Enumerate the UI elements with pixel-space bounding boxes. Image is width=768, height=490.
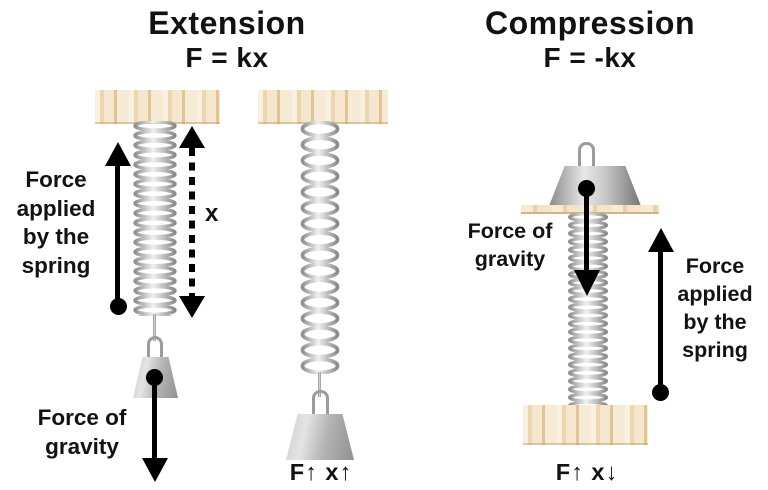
large-weight: [286, 414, 354, 460]
extension-spring-force-label: Force applied by the spring: [16, 167, 96, 278]
gravity-arrow-dot: [578, 180, 595, 197]
spring-force-up-arrow-icon: [648, 228, 674, 252]
extension-wood-support-2: [258, 90, 388, 124]
gravity-down-arrow-icon: [574, 270, 600, 296]
compression-result-label: F↑ x↓: [555, 459, 619, 485]
displacement-arrow-bottom-icon: [179, 296, 205, 318]
spring-force-arrow-line: [658, 250, 663, 393]
extension-title: Extension: [148, 5, 306, 41]
gravity-down-arrow-icon: [142, 458, 168, 482]
compression-wood-base: [523, 405, 648, 445]
gravity-arrow-line: [584, 189, 589, 272]
compression-title: Compression: [485, 5, 695, 41]
compression-spring-force-label: Force applied by the spring: [677, 254, 753, 362]
weight-hook-icon: [147, 336, 163, 359]
extension-wood-support-1: [95, 90, 220, 124]
displacement-dashed-line: [189, 148, 195, 296]
spring-rod: [153, 314, 156, 341]
displacement-x-label: x: [205, 200, 219, 227]
extension-spring-heavy-load: [299, 121, 341, 374]
weight-hook-icon: [312, 390, 329, 416]
weight-handle-icon: [578, 142, 595, 168]
compression-formula: F = -kx: [543, 42, 637, 73]
spring-force-arrow-line: [115, 164, 120, 306]
spring-force-arrow-dot: [652, 384, 669, 401]
displacement-arrow-top-icon: [179, 126, 205, 148]
compression-gravity-label: Force of gravity: [467, 219, 553, 271]
extension-formula: F = kx: [185, 42, 269, 73]
gravity-arrow-line: [152, 377, 157, 460]
spring-rod: [318, 372, 321, 397]
compression-weight: [549, 166, 641, 206]
spring-force-up-arrow-icon: [105, 142, 131, 166]
extension-spring-light-load: [132, 121, 178, 316]
extension-gravity-label: Force of gravity: [37, 405, 127, 459]
extension-result-label: F↑ x↑: [289, 459, 353, 485]
spring-force-arrow-dot: [110, 298, 127, 315]
